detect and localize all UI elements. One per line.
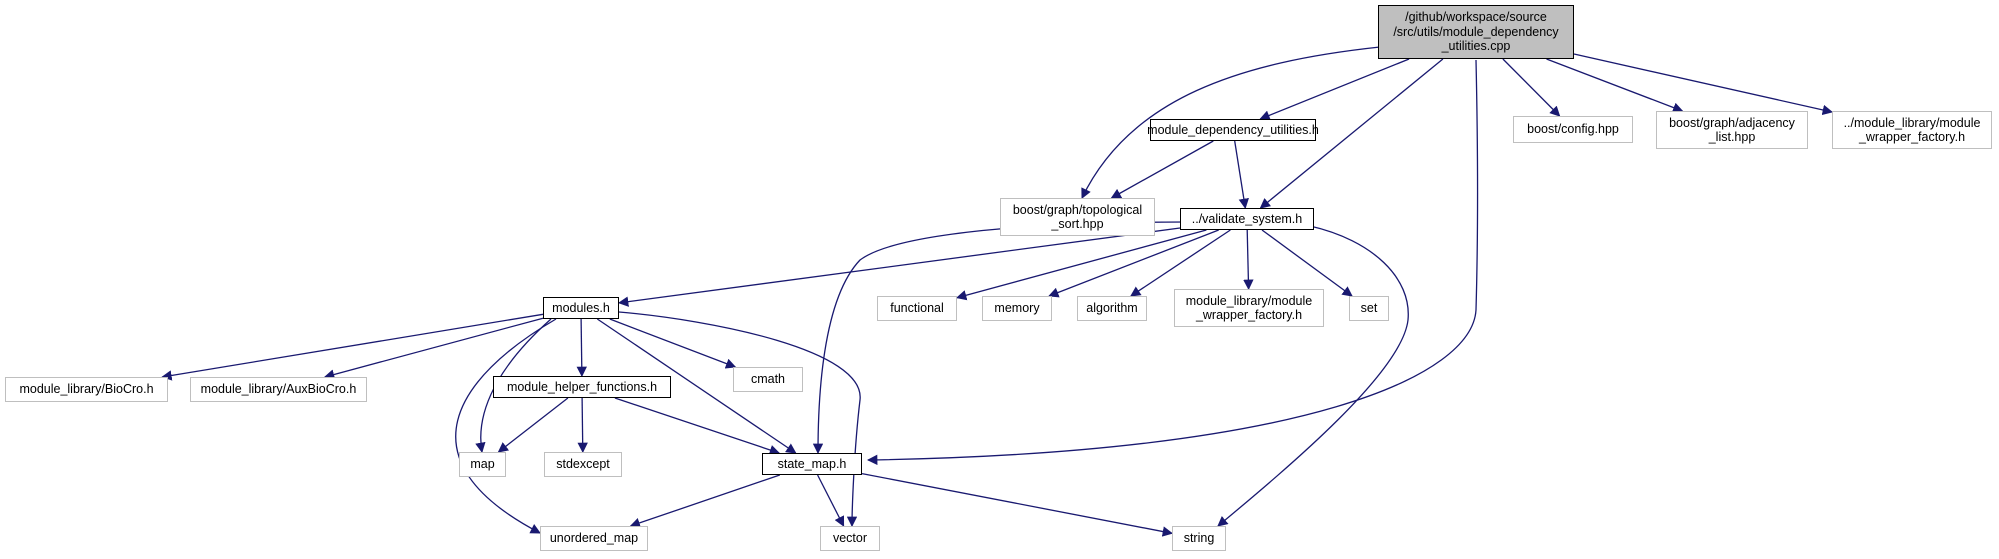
edge-validate-to-state_map	[812, 221, 1187, 455]
edge-state_map-to-string	[861, 472, 1174, 537]
edge-mdu_h-to-validate	[1234, 140, 1249, 210]
node-unordered-map: unordered_map	[540, 526, 648, 551]
edge-modules-to-unordered_map	[455, 318, 557, 534]
node-algorithm: algorithm	[1077, 296, 1147, 321]
node-validate-system-h[interactable]: ../validate_system.h	[1180, 208, 1314, 230]
edge-validate-to-set	[1261, 229, 1353, 297]
edge-modules-to-vector	[618, 311, 861, 528]
edge-validate-to-memory	[1048, 229, 1219, 298]
node-auxbiocro-h: module_library/AuxBioCro.h	[190, 377, 367, 402]
node-set: set	[1349, 296, 1389, 321]
edge-validate-to-mwf	[1243, 229, 1254, 291]
edge-root-to-mdu_h	[1259, 58, 1410, 121]
node-modules-h[interactable]: modules.h	[543, 297, 619, 319]
edge-root-to-adj	[1546, 58, 1684, 113]
edge-validate-to-modules	[617, 227, 1181, 307]
edge-validate-to-algorithm	[1130, 229, 1231, 297]
edge-modules-to-biocro	[161, 313, 544, 381]
edge-modules-to-auxbiocro	[323, 317, 544, 380]
node-map: map	[459, 452, 506, 477]
edge-root-to-mwf_root	[1573, 53, 1834, 116]
edge-mhf-to-stdexcept	[577, 397, 588, 454]
node-boost-config: boost/config.hpp	[1513, 116, 1633, 143]
node-module-dependency-utilities-h[interactable]: module_dependency_utilities.h	[1147, 119, 1319, 141]
edge-state_map-to-unordered_map	[629, 474, 781, 528]
edge-mhf-to-state_map	[614, 397, 781, 455]
node-relative-module-wrapper-factory: ../module_library/module _wrapper_factor…	[1832, 111, 1992, 149]
edge-mdu_h-to-topo	[1110, 140, 1214, 199]
node-module-wrapper-factory: module_library/module _wrapper_factory.h	[1174, 289, 1324, 327]
node-memory: memory	[982, 296, 1052, 321]
edge-modules-to-cmath	[609, 318, 737, 369]
edge-validate-to-string	[1217, 225, 1409, 527]
edge-root-to-config	[1502, 58, 1561, 117]
node-boost-adjacency-list: boost/graph/adjacency _list.hpp	[1656, 111, 1808, 149]
node-cmath: cmath	[733, 367, 803, 392]
edge-state_map-to-vector	[817, 474, 845, 527]
node-string: string	[1172, 526, 1226, 551]
edge-modules-to-mhf	[576, 318, 587, 378]
node-stdexcept: stdexcept	[544, 452, 622, 477]
node-state-map-h[interactable]: state_map.h	[762, 453, 862, 475]
edge-mhf-to-map	[497, 397, 569, 453]
node-biocro-h: module_library/BioCro.h	[5, 377, 168, 402]
node-functional: functional	[877, 296, 957, 321]
node-module-dependency-utilities-cpp: /github/workspace/source /src/utils/modu…	[1378, 5, 1574, 59]
edge-validate-to-functional	[955, 229, 1207, 301]
node-vector: vector	[820, 526, 880, 551]
node-boost-topological-sort: boost/graph/topological _sort.hpp	[1000, 198, 1155, 236]
node-module-helper-functions-h[interactable]: module_helper_functions.h	[493, 376, 671, 398]
